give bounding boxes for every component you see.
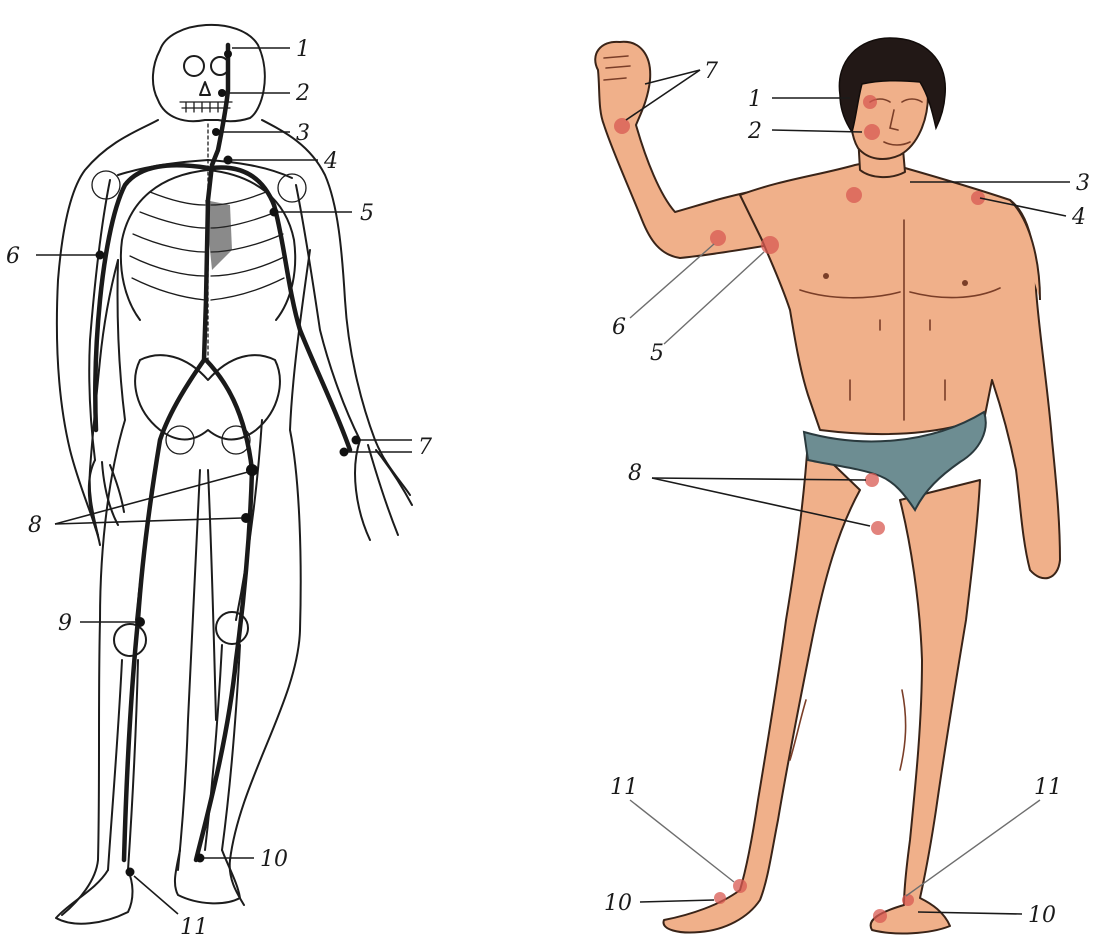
right-label-5: 5 bbox=[650, 341, 664, 366]
left-label-7: 7 bbox=[418, 435, 432, 460]
left-label-9: 9 bbox=[58, 611, 72, 636]
left-label-10: 10 bbox=[260, 847, 288, 872]
left-label-11: 11 bbox=[180, 915, 208, 940]
right-label-2: 2 bbox=[747, 119, 762, 144]
right-label-7: 7 bbox=[704, 59, 718, 84]
left-label-4: 4 bbox=[323, 149, 338, 174]
right-label-1: 1 bbox=[748, 87, 762, 112]
left-label-1: 1 bbox=[296, 37, 310, 62]
skeleton-figure: 1 2 3 4 5 6 7 8 9 10 11 bbox=[6, 25, 432, 940]
right-label-3: 3 bbox=[1076, 171, 1090, 196]
right-label-6: 6 bbox=[612, 315, 626, 340]
right-label-11-left: 11 bbox=[610, 775, 638, 800]
left-label-6: 6 bbox=[6, 244, 20, 269]
right-label-10-left: 10 bbox=[604, 891, 632, 916]
left-label-2: 2 bbox=[295, 81, 310, 106]
right-label-4: 4 bbox=[1071, 205, 1086, 230]
left-label-3: 3 bbox=[296, 121, 310, 146]
human-figure: 1 2 3 4 5 6 7 8 10 10 11 11 bbox=[595, 38, 1090, 933]
left-label-5: 5 bbox=[360, 201, 374, 226]
right-label-10-right: 10 bbox=[1028, 903, 1056, 928]
right-label-8: 8 bbox=[628, 461, 642, 486]
left-label-8: 8 bbox=[28, 513, 42, 538]
right-label-11-right: 11 bbox=[1034, 775, 1062, 800]
